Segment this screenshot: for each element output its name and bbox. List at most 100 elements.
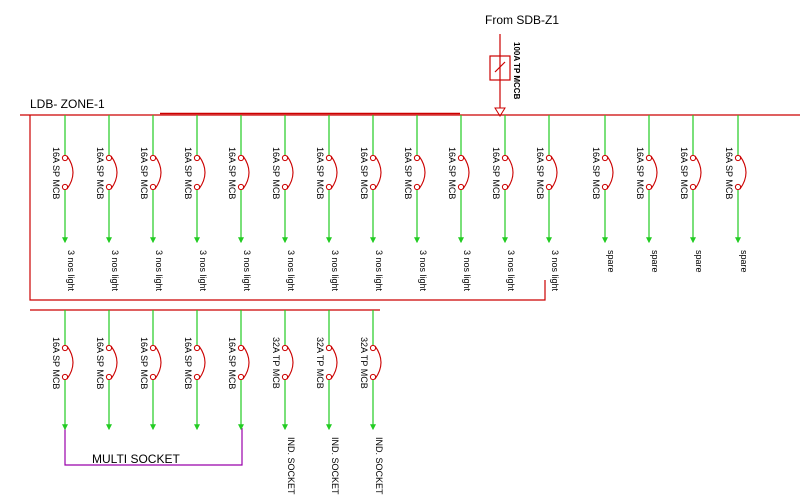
load-label: IND. SOCKET <box>330 437 340 495</box>
breaker-contact-bottom <box>281 183 289 191</box>
breaker-rating-label: 16A SP MCB <box>51 147 61 199</box>
top-row-feeder: 16A SP MCB 3 nos light <box>95 115 120 292</box>
breaker-switch-arc <box>694 155 702 190</box>
breaker-contact-top <box>61 154 69 162</box>
breaker-switch-arc <box>110 345 118 380</box>
breaker-switch-arc <box>650 155 658 190</box>
breaker-contact-bottom <box>237 183 245 191</box>
breaker-contact-bottom <box>734 183 742 191</box>
load-label: IND. SOCKET <box>286 437 296 495</box>
breaker-switch-arc <box>374 155 382 190</box>
bottom-row-feeder: 16A SP MCB <box>227 310 250 431</box>
source-label: From SDB-Z1 <box>485 13 559 27</box>
multi-socket-link <box>64 428 243 466</box>
breaker-switch-arc <box>418 155 426 190</box>
incomer-rating: 100A TP MCCB <box>512 42 521 100</box>
breaker-switch-arc <box>198 345 206 380</box>
incomer-switch-blade <box>494 61 506 73</box>
breaker-rating-label: 16A SP MCB <box>724 147 734 199</box>
breaker-contact-top <box>149 154 157 162</box>
top-row-feeder: 16A SP MCB 3 nos light <box>51 115 76 292</box>
load-label: 3 nos light <box>462 250 472 292</box>
breaker-switch-arc <box>550 155 558 190</box>
breaker-contact-bottom <box>61 373 69 381</box>
load-label: IND. SOCKET <box>374 437 384 495</box>
breaker-switch-arc <box>66 155 74 190</box>
breaker-contact-top <box>545 154 553 162</box>
breaker-contact-bottom <box>601 183 609 191</box>
breaker-rating-label: 16A SP MCB <box>139 337 149 389</box>
load-label: 3 nos light <box>110 250 120 292</box>
breaker-rating-label: 16A SP MCB <box>183 147 193 199</box>
load-label: 3 nos light <box>286 250 296 292</box>
breaker-rating-label: 32A TP MCB <box>315 337 325 389</box>
breaker-rating-label: 16A SP MCB <box>447 147 457 199</box>
breaker-switch-arc <box>154 155 162 190</box>
breaker-rating-label: 16A SP MCB <box>51 337 61 389</box>
breaker-contact-bottom <box>457 183 465 191</box>
bottom-row-feeder: 16A SP MCB <box>139 310 162 431</box>
breaker-contact-bottom <box>149 373 157 381</box>
breaker-contact-top <box>105 344 113 352</box>
breaker-contact-bottom <box>149 183 157 191</box>
breaker-rating-label: 16A SP MCB <box>271 147 281 199</box>
breaker-contact-top <box>369 154 377 162</box>
breaker-contact-top <box>601 154 609 162</box>
breaker-rating-label: 16A SP MCB <box>227 147 237 199</box>
load-label: spare <box>694 250 704 273</box>
breaker-switch-arc <box>606 155 614 190</box>
load-label: 3 nos light <box>418 250 428 292</box>
breaker-rating-label: 16A SP MCB <box>315 147 325 199</box>
bottom-row-feeder: 16A SP MCB <box>183 310 206 431</box>
breaker-rating-label: 16A SP MCB <box>95 147 105 199</box>
top-row-feeder: 16A SP MCB 3 nos light <box>447 115 472 292</box>
breaker-contact-bottom <box>105 373 113 381</box>
breaker-contact-top <box>237 344 245 352</box>
breaker-contact-bottom <box>413 183 421 191</box>
breaker-contact-top <box>325 154 333 162</box>
breaker-contact-top <box>61 344 69 352</box>
load-label: 3 nos light <box>198 250 208 292</box>
top-row-feeder: 16A SP MCB spare <box>724 115 749 273</box>
breaker-switch-arc <box>462 155 470 190</box>
bottom-row-feeders: 16A SP MCB 16A SP MCB 16A SP MCB 16A SP MCB… <box>51 310 384 495</box>
top-row-feeder: 16A SP MCB 3 nos light <box>271 115 296 292</box>
multi-socket-label: MULTI SOCKET <box>92 452 180 466</box>
load-label: spare <box>650 250 660 273</box>
breaker-contact-top <box>105 154 113 162</box>
breaker-rating-label: 16A SP MCB <box>535 147 545 199</box>
breaker-switch-arc <box>66 345 74 380</box>
sub-bus-loop <box>29 115 546 301</box>
breaker-contact-bottom <box>501 183 509 191</box>
breaker-rating-label: 16A SP MCB <box>183 337 193 389</box>
breaker-switch-arc <box>739 155 747 190</box>
load-label: spare <box>739 250 749 273</box>
load-label: 3 nos light <box>154 250 164 292</box>
breaker-switch-arc <box>374 345 382 380</box>
breaker-contact-bottom <box>325 183 333 191</box>
load-label: 3 nos light <box>66 250 76 292</box>
breaker-switch-arc <box>242 155 250 190</box>
breaker-rating-label: 16A SP MCB <box>95 337 105 389</box>
bottom-row-feeder: 32A TP MCB IND. SOCKET <box>315 310 340 495</box>
breaker-contact-bottom <box>369 183 377 191</box>
breaker-switch-arc <box>242 345 250 380</box>
breaker-contact-bottom <box>281 373 289 381</box>
breaker-contact-bottom <box>369 373 377 381</box>
breaker-contact-top <box>369 344 377 352</box>
breaker-contact-bottom <box>237 373 245 381</box>
breaker-contact-top <box>501 154 509 162</box>
load-label: 3 nos light <box>374 250 384 292</box>
board-label: LDB- ZONE-1 <box>30 97 105 111</box>
breaker-contact-top <box>281 154 289 162</box>
incomer-mccb-symbol <box>489 55 511 81</box>
breaker-contact-top <box>281 344 289 352</box>
bottom-row-feeder: 16A SP MCB <box>95 310 118 431</box>
